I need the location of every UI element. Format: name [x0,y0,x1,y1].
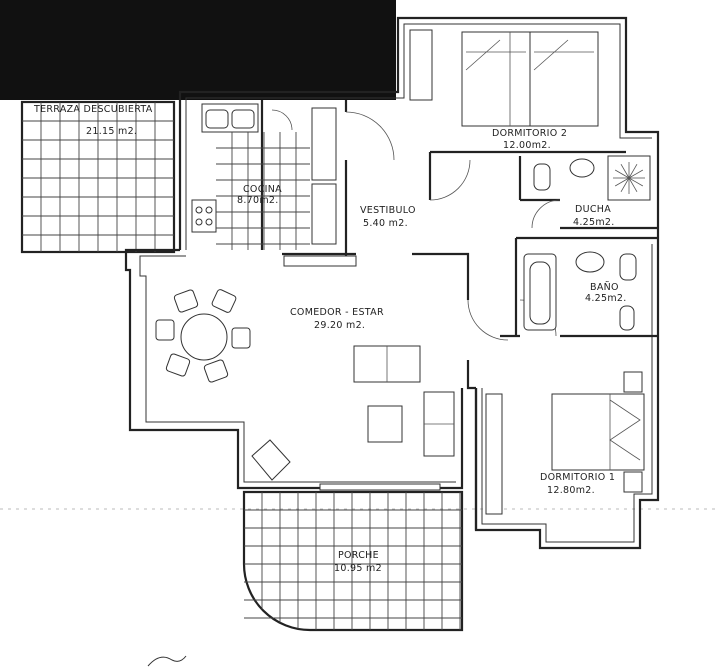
shower-ray [620,163,630,179]
ducha-fixtures [533,155,651,201]
dormitorio2-furniture [409,29,599,127]
dormitorio2-area: 12.00m2. [503,140,551,151]
ducha-name: DUCHA [575,204,611,215]
interior-walls [260,100,658,530]
cocina-area: 8.70m2. [237,195,279,206]
vestibulo-name: VESTIBULO [360,205,416,216]
living-furniture [155,255,455,481]
terraza-area: 21.15 m2. [86,126,137,137]
pen-scribble [147,655,187,667]
shower-ray [628,163,638,179]
porche-name: PORCHE [338,550,379,561]
dormitorio1-area: 12.80m2. [547,485,595,496]
bano-area: 4.25m2. [585,293,627,304]
terraza-tiles [20,100,176,254]
shower-ray [628,177,638,193]
dormitorio1-furniture [485,371,645,515]
kitchen-tiles [216,132,310,250]
kitchen-fixtures [191,103,337,245]
cocina-name: COCINA [243,184,282,195]
shower-ray [628,177,644,187]
bano-name: BAÑO [590,282,619,293]
porche-tiles [242,483,464,632]
shower-ray [614,177,630,187]
porche-area: 10.95 m2 [334,563,382,574]
dormitorio1-name: DORMITORIO 1 [540,472,615,483]
bano-fixtures [523,251,637,331]
vestibulo-area: 5.40 m2. [363,218,408,229]
terraza-name: TERRAZA DESCUBIERTA [33,104,153,115]
shower-ray [620,177,630,193]
comedor-name: COMEDOR - ESTAR [290,307,384,318]
ducha-area: 4.25m2. [573,217,615,228]
shower-ray [628,169,644,179]
shower-ray [614,169,630,179]
comedor-area: 29.20 m2. [314,320,365,331]
redacted-block [0,0,396,100]
dormitorio2-name: DORMITORIO 2 [492,128,567,139]
